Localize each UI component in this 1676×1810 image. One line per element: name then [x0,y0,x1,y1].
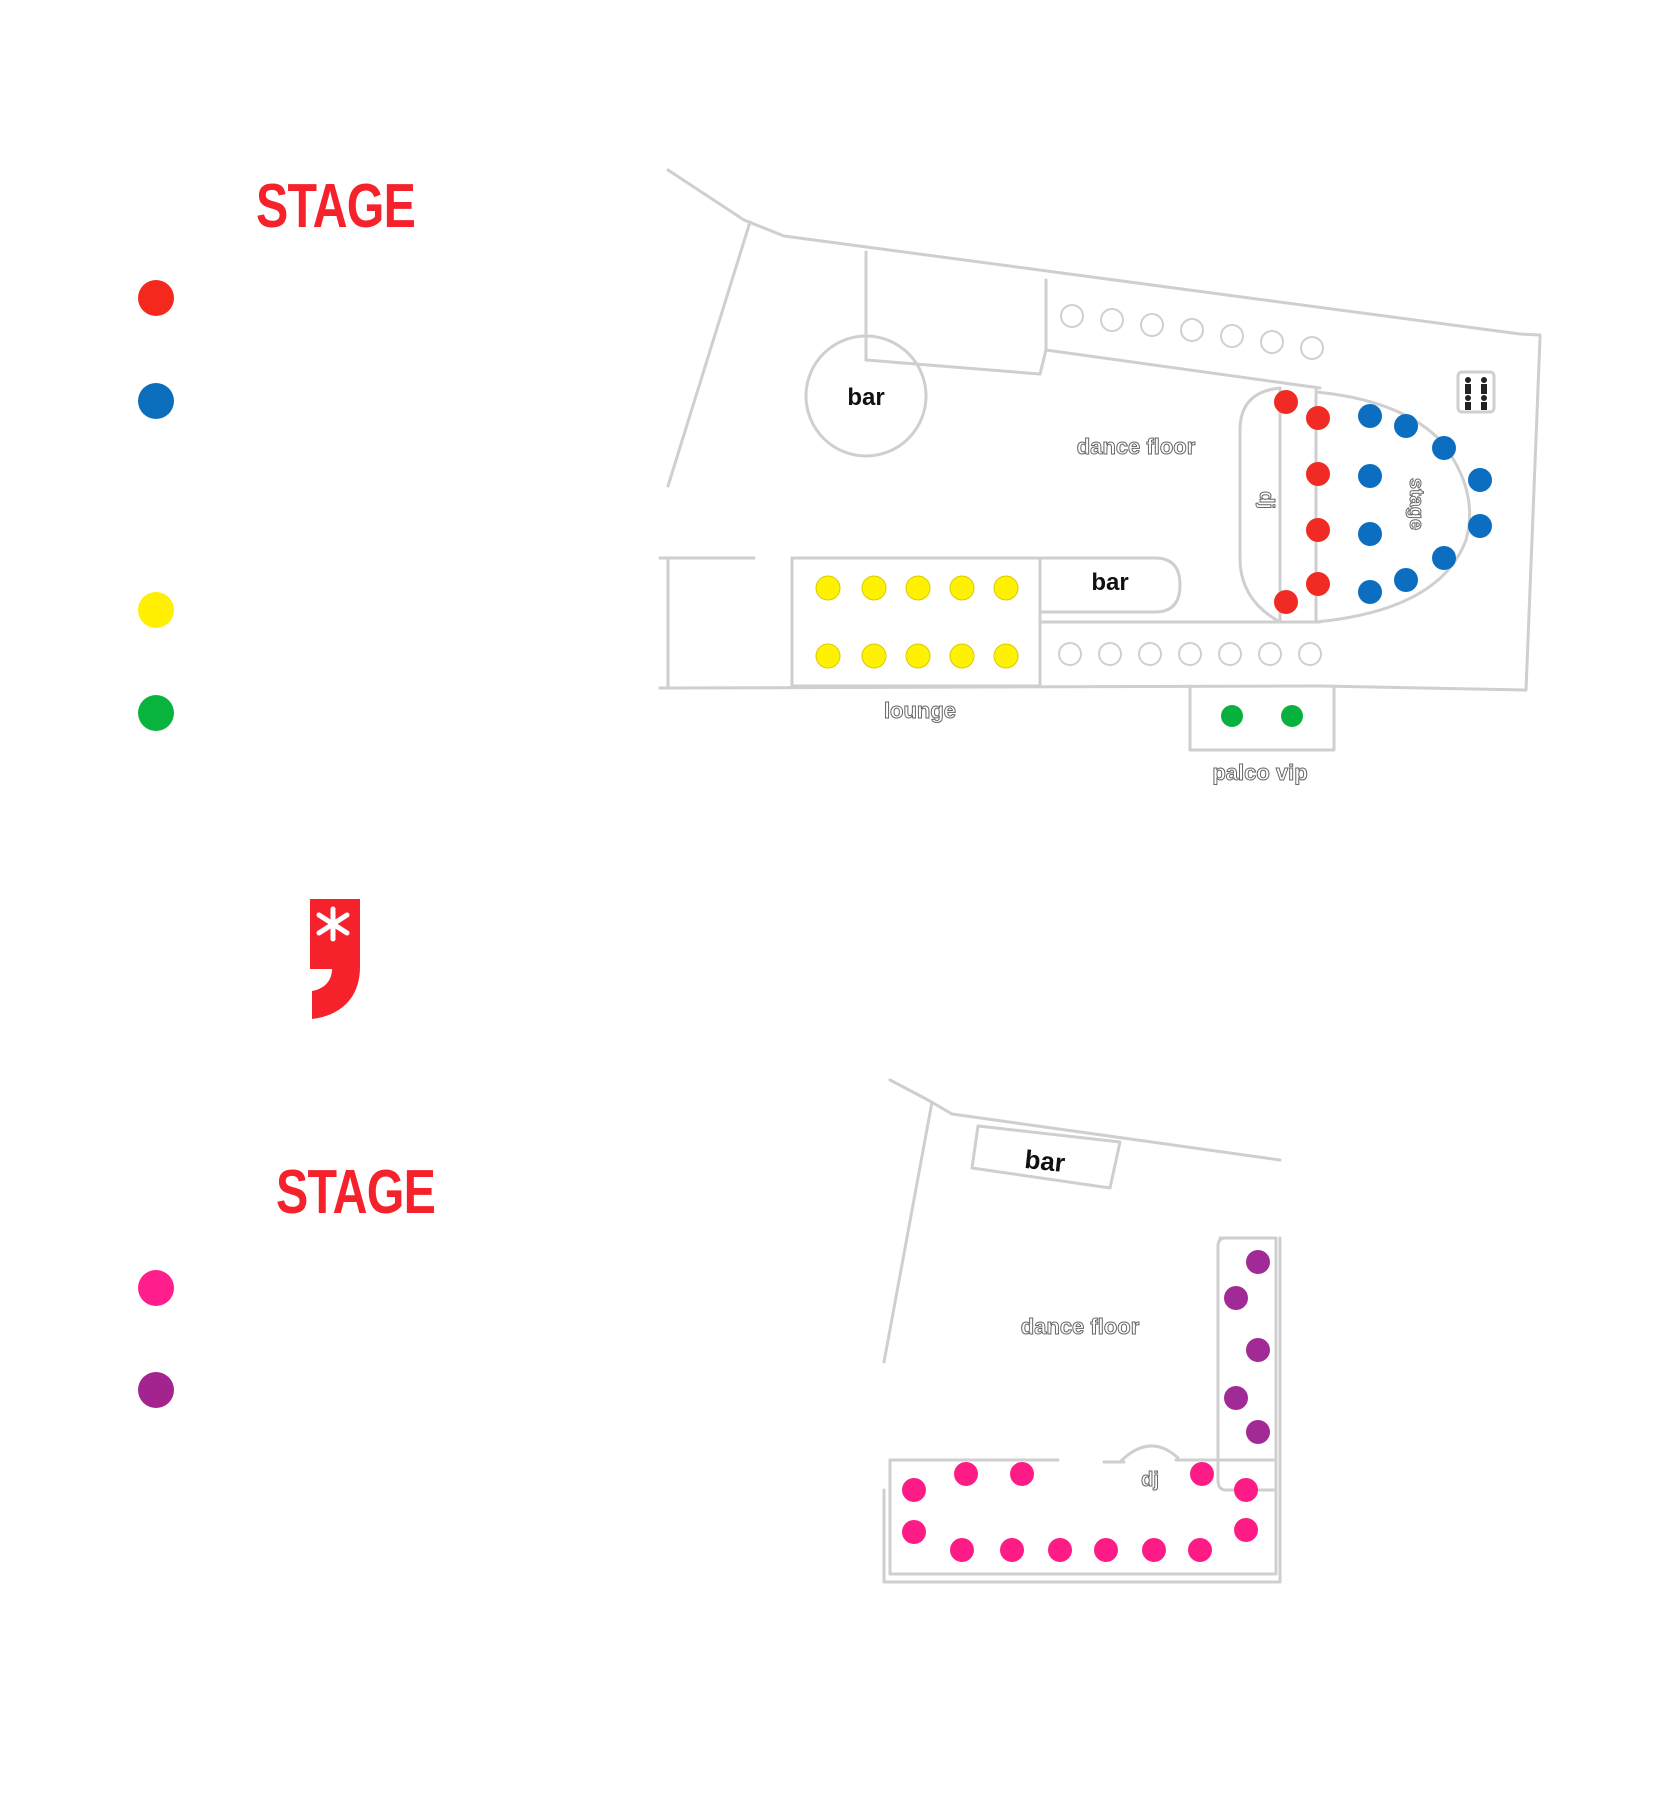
lower-dj-label: dj [1141,1469,1159,1491]
upper-bar-lower-label: bar [1091,569,1128,596]
legend-dot-blue [138,383,174,419]
red-seats [1274,390,1330,614]
upper-palco-vip-label: palco vip [1212,760,1307,785]
asterisk-comma-logo-icon [306,895,366,1026]
upper-stage-title: STAGE [256,172,416,241]
green-seats [1221,705,1303,727]
lower-walls [882,1078,1282,1584]
upper-lounge-label: lounge [884,698,956,723]
lower-bar-label: bar [1023,1144,1066,1178]
blue-seats [1358,404,1492,604]
empty-seats-bottom [1058,642,1322,666]
upper-dance-floor-label: dance floor [1077,434,1196,459]
upper-dj-label: dj [1255,491,1277,509]
legend-dot-green [138,695,174,731]
lower-dance-floor-label: dance floor [1021,1314,1140,1339]
upper-bar-round-label: bar [847,384,884,411]
legend-dot-purple [138,1372,174,1408]
legend-dot-red [138,280,174,316]
upper-stage-label: stage [1405,478,1427,530]
upper-floor-plan: bar bar dance floor dj stage lounge palc… [640,160,1580,820]
lower-floor-plan: bar dance floor dj [880,1070,1320,1630]
pink-seats [902,1462,1258,1562]
walls [658,168,1542,752]
yellow-seats [815,575,1019,669]
legend-dot-pink [138,1270,174,1306]
restroom-icon [1465,377,1487,410]
lower-stage-title: STAGE [276,1158,436,1227]
legend-dot-yellow [138,592,174,628]
empty-seats-top [1060,304,1324,360]
purple-seats [1224,1250,1270,1444]
